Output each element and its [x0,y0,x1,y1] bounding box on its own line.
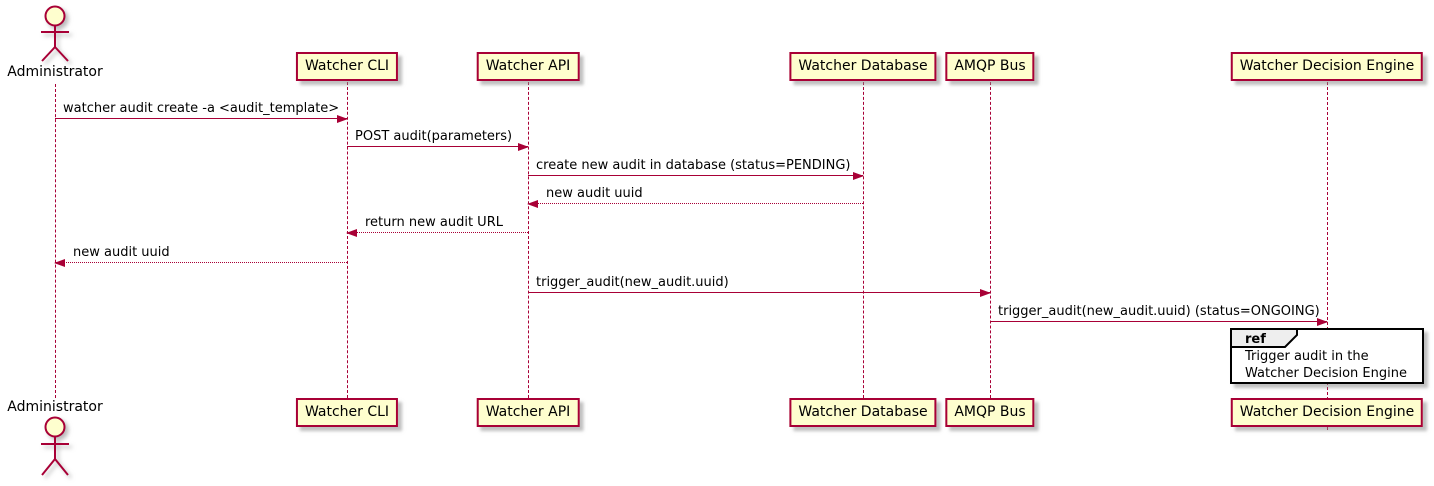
arrowhead-left-icon [346,229,357,237]
arrowhead-left-icon [527,200,538,208]
message-4: new audit uuid [527,185,863,208]
message-2-label: POST audit(parameters) [355,129,513,144]
participant-box-amqp-bus-top: AMQP Bus [945,52,1035,81]
participant-box-watcher-cli-top: Watcher CLI [295,52,399,81]
lifeline-watcher-decision-engine [1327,82,1328,430]
actor-label-bottom: Administrator [7,399,103,415]
message-3: create new audit in database (status=PEN… [528,157,864,180]
ref-text-line: Trigger audit in the [1245,349,1369,364]
lifeline-administrator [55,84,56,398]
lifeline-amqp-bus [990,82,991,398]
arrowhead-right-icon [1317,318,1328,326]
arrowhead-right-icon [337,115,348,123]
message-3-label: create new audit in database (status=PEN… [536,158,851,173]
message-1-label: watcher audit create -a <audit_template> [63,101,340,116]
ref-keyword: ref [1245,332,1266,347]
message-7-label: trigger_audit(new_audit.uuid) [536,275,729,290]
lifeline-watcher-api [528,82,529,398]
lifeline-watcher-cli [347,82,348,398]
actor-figure-icon [41,5,69,62]
lifeline-watcher-database [863,82,864,398]
message-8-label: trigger_audit(new_audit.uuid) (status=ON… [998,304,1320,319]
ref-fragment: ref Trigger audit in the Watcher Decisio… [1230,328,1424,384]
message-5-label: return new audit URL [365,215,503,230]
participant-box-watcher-cli-bottom: Watcher CLI [295,398,399,427]
participant-box-watcher-database-top: Watcher Database [789,52,937,81]
arrowhead-right-icon [518,143,529,151]
participant-box-watcher-decision-engine-top: Watcher Decision Engine [1230,52,1424,81]
message-1: watcher audit create -a <audit_template> [55,100,348,123]
participant-box-watcher-decision-engine-bottom: Watcher Decision Engine [1230,398,1424,427]
ref-tab-shape [1230,328,1298,348]
arrowhead-right-icon [853,172,864,180]
message-4-label: new audit uuid [546,186,643,201]
participant-box-watcher-api-bottom: Watcher API [476,398,580,427]
actor-figure-icon [41,416,69,476]
message-2: POST audit(parameters) [347,128,529,151]
ref-text-line: Watcher Decision Engine [1245,366,1407,381]
message-5: return new audit URL [346,214,528,237]
arrowhead-right-icon [980,289,991,297]
message-6-label: new audit uuid [73,245,170,260]
message-8: trigger_audit(new_audit.uuid) (status=ON… [990,303,1328,326]
message-6: new audit uuid [54,244,347,267]
participant-box-amqp-bus-bottom: AMQP Bus [945,398,1035,427]
participant-box-watcher-database-bottom: Watcher Database [789,398,937,427]
actor-label-top: Administrator [7,64,103,80]
arrowhead-left-icon [54,259,65,267]
message-7: trigger_audit(new_audit.uuid) [528,274,991,297]
participant-box-watcher-api-top: Watcher API [476,52,580,81]
